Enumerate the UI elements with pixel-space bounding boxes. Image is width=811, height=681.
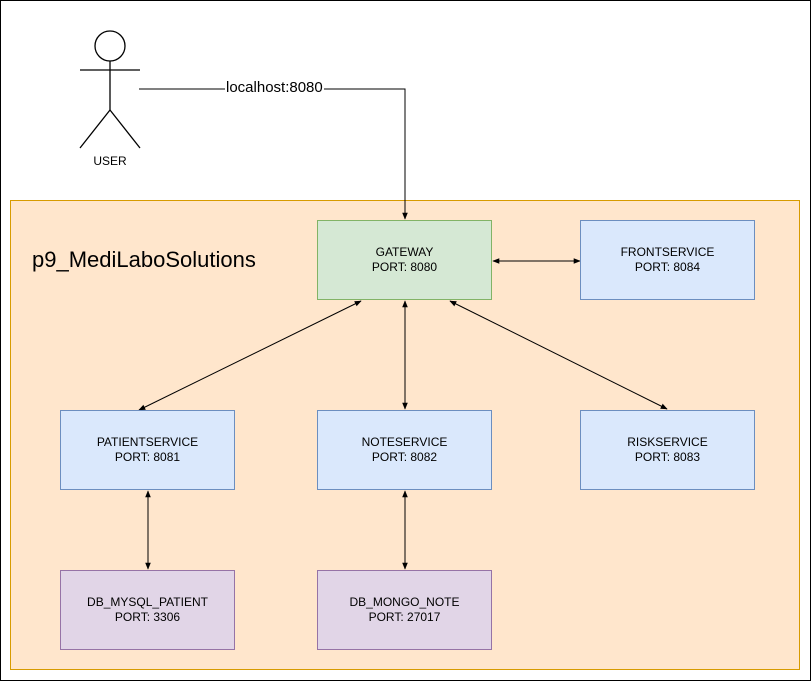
node-db-mysql-patient[interactable]: DB_MYSQL_PATIENT PORT: 3306 [60,570,235,650]
node-noteservice-name: NOTESERVICE [361,435,448,449]
edge-user-gateway [139,88,408,220]
node-frontservice-name: FRONTSERVICE [620,245,715,259]
node-db-mongo-note[interactable]: DB_MONGO_NOTE PORT: 27017 [317,570,492,650]
node-patientservice[interactable]: PATIENTSERVICE PORT: 8081 [60,410,235,490]
node-frontservice[interactable]: FRONTSERVICE PORT: 8084 [580,220,755,300]
node-patientservice-port: PORT: 8081 [114,450,181,464]
user-label: USER [93,154,127,168]
node-noteservice[interactable]: NOTESERVICE PORT: 8082 [317,410,492,490]
edge-gateway-patientservice [138,300,362,411]
node-riskservice-port: PORT: 8083 [634,450,701,464]
node-frontservice-port: PORT: 8084 [634,260,701,274]
node-db-mongo-note-port: PORT: 27017 [368,610,441,624]
edge-gateway-riskservice [449,300,668,410]
node-gateway[interactable]: GATEWAY PORT: 8080 [317,220,492,300]
node-gateway-port: PORT: 8080 [371,260,438,274]
node-db-mongo-note-name: DB_MONGO_NOTE [349,595,460,609]
node-riskservice[interactable]: RISKSERVICE PORT: 8083 [580,410,755,490]
edge-label-localhost: localhost:8080 [225,79,324,96]
user-actor-icon [79,30,141,149]
system-title: p9_MediLaboSolutions [32,247,256,272]
node-db-mysql-patient-port: PORT: 3306 [114,610,181,624]
node-patientservice-name: PATIENTSERVICE [96,435,199,449]
node-db-mysql-patient-name: DB_MYSQL_PATIENT [87,595,208,609]
node-riskservice-name: RISKSERVICE [627,435,708,449]
node-noteservice-port: PORT: 8082 [371,450,438,464]
node-gateway-name: GATEWAY [375,245,434,259]
